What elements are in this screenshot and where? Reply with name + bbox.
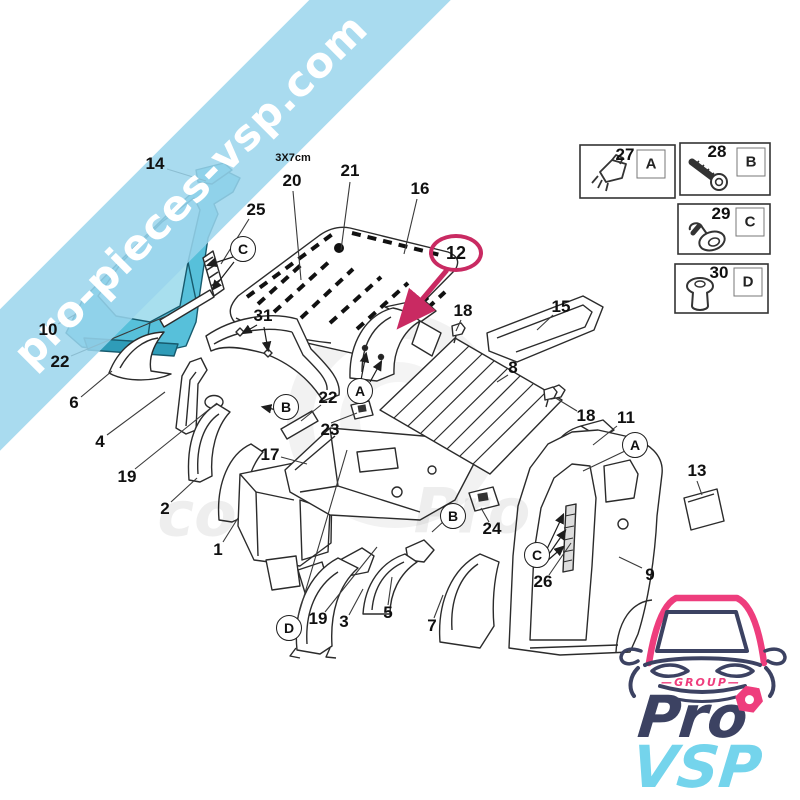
trim-clip-icon bbox=[591, 154, 627, 192]
ghost-watermark-fragment: Pro bbox=[413, 474, 531, 548]
rivet-icon bbox=[688, 222, 726, 252]
part-strip-22-center bbox=[280, 410, 319, 440]
provsp-logo-car bbox=[619, 594, 787, 703]
logo-vsp-text: VSP bbox=[628, 733, 766, 800]
provsp-logo: —GROUP— Pro VSP bbox=[600, 580, 800, 800]
screw-icon bbox=[688, 158, 728, 191]
part-clip-18b bbox=[543, 386, 558, 408]
callout-arrow-12 bbox=[396, 268, 449, 330]
part-wheel-arch-liner-front bbox=[289, 547, 375, 659]
ghost-watermark-fragment: co bbox=[157, 477, 237, 551]
part-wheel-arch-inner-left bbox=[187, 403, 231, 483]
part-roof-bumper-dot bbox=[334, 243, 344, 253]
part-rear-floor-ribbed bbox=[379, 337, 563, 475]
grommet-icon bbox=[686, 277, 714, 311]
part-underbody-panel bbox=[284, 427, 481, 521]
logo-group-label: —GROUP— bbox=[661, 676, 741, 689]
part-pad-23 bbox=[350, 400, 374, 420]
part-pad-24 bbox=[468, 486, 500, 512]
part-wheel-arch-trim bbox=[362, 539, 435, 615]
part-pillar-reinforcement bbox=[175, 357, 224, 435]
part-front-fender-right bbox=[438, 553, 500, 649]
part-strip-22-left bbox=[159, 289, 215, 328]
part-access-flap-13 bbox=[683, 488, 725, 531]
highlighted-part-callout: 12 bbox=[429, 234, 483, 272]
part-front-fender-left bbox=[108, 331, 172, 381]
